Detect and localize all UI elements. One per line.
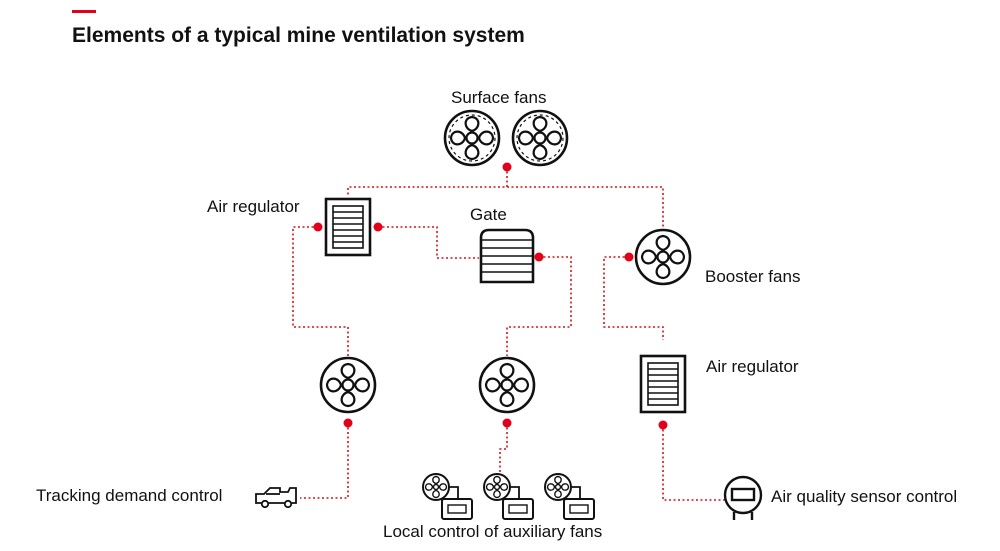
surface-fans-label: Surface fans (451, 88, 547, 107)
connector-dots (313, 162, 668, 430)
auxiliary-fan-controller-icon (544, 473, 595, 520)
fan-icon (321, 358, 375, 412)
surface-fan-icon (445, 111, 499, 165)
air-quality-sensor-icon (723, 475, 763, 520)
booster-fan-icon (636, 230, 690, 284)
auxiliary-fan-controller-icon (483, 473, 534, 520)
air-regulator-icon (324, 197, 372, 257)
fan-icon (480, 358, 534, 412)
booster-fans-label: Booster fans (705, 267, 801, 286)
title-accent-bar (72, 10, 96, 13)
connector-lines (292, 167, 725, 501)
auxiliary-fan-controller-icon (422, 473, 473, 520)
vehicle-icon (255, 487, 297, 509)
air-regulator-icon (639, 354, 687, 414)
local-control-auxiliary-fans-label: Local control of auxiliary fans (383, 522, 603, 541)
gate-icon (479, 228, 535, 284)
air-regulator-left-label: Air regulator (207, 197, 300, 216)
page-title: Elements of a typical mine ventilation s… (72, 24, 525, 47)
air-regulator-right-label: Air regulator (706, 357, 799, 376)
gate-label: Gate (470, 205, 507, 224)
tracking-demand-control-label: Tracking demand control (36, 486, 223, 505)
surface-fan-icon (513, 111, 567, 165)
air-quality-sensor-control-label: Air quality sensor control (771, 487, 958, 506)
